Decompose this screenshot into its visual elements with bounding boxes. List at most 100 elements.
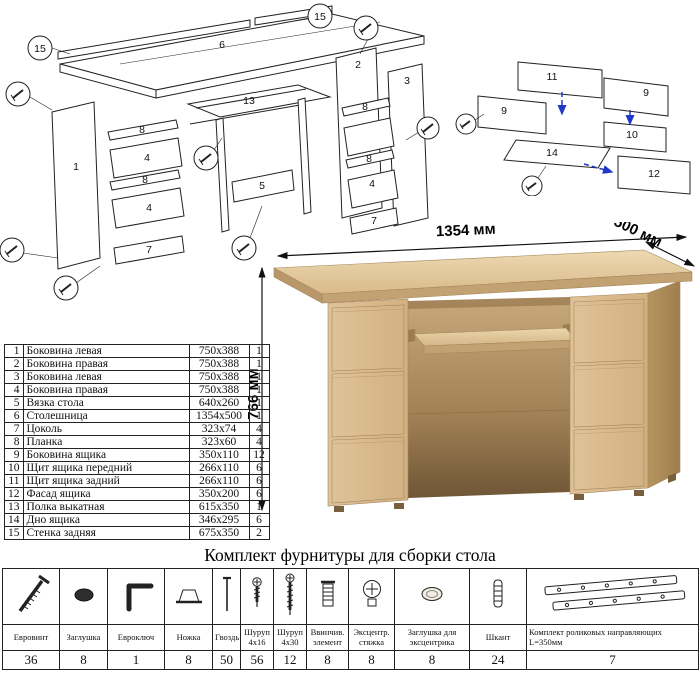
part-size: 750x388	[188, 370, 250, 384]
part-label: 9	[501, 105, 507, 117]
part-size: 266x110	[188, 474, 250, 488]
drawer-front-shape	[603, 121, 667, 153]
part-label: 3	[404, 75, 410, 87]
part-label: 9	[643, 87, 649, 99]
part-size: 350x110	[188, 448, 250, 462]
drawer-front	[573, 362, 645, 428]
part-qty: 12	[248, 448, 270, 462]
part-qty: 1	[248, 383, 270, 397]
part-label: 13	[243, 95, 255, 107]
part-size: 323x60	[188, 435, 250, 449]
pullout-shelf-shape	[186, 84, 332, 125]
part-label: 15	[314, 11, 326, 23]
drawer-slides-icon	[543, 575, 685, 611]
part-name: Щит ящика передний	[22, 461, 190, 475]
right-pedestal-parts	[341, 97, 399, 235]
hardware-name: Заглушка	[59, 624, 108, 651]
part-name: Боковина правая	[22, 357, 190, 371]
part-label: 5	[259, 180, 265, 192]
part-label: 10	[626, 129, 638, 141]
part-name: Щит ящика задний	[22, 474, 190, 488]
part-qty: 6	[248, 513, 270, 527]
part-label: 4	[144, 152, 150, 164]
part-qty: 2	[248, 526, 270, 540]
hardware-name: Евровинт	[2, 624, 60, 651]
part-name: Боковина левая	[22, 370, 190, 384]
part-qty: 1	[248, 344, 270, 358]
slat-shape	[345, 149, 395, 169]
plinth-shape	[349, 207, 399, 235]
tie-panel-shape	[231, 169, 295, 203]
part-size: 1354x500	[188, 409, 250, 423]
part-qty: 1	[248, 370, 270, 384]
hardware-name-row: Евровинт Заглушка Евроключ Ножка Гвоздь …	[2, 624, 699, 651]
part-number: 15	[4, 526, 24, 540]
cap-icon	[74, 588, 93, 602]
part-number: 1	[4, 344, 24, 358]
part-label: 7	[146, 244, 152, 256]
part-number: 3	[4, 370, 24, 384]
part-label: 7	[371, 215, 377, 227]
part-qty: 1	[248, 357, 270, 371]
part-number: 13	[4, 500, 24, 514]
drawer-exploded-diagram: 11 9 9 10 14 12	[455, 61, 691, 196]
drawer-side-shape	[603, 77, 669, 117]
drawer-box-shape	[111, 187, 185, 229]
part-name: Боковина ящика	[22, 448, 190, 462]
part-name: Столешница	[22, 409, 190, 423]
hardware-qty: 8	[394, 650, 470, 670]
part-number: 9	[4, 448, 24, 462]
hardware-name: Ввинчив. элемент	[306, 624, 349, 651]
cam-lock-icon	[362, 580, 381, 607]
hardware-name: Шкант	[469, 624, 527, 651]
part-size: 323x74	[188, 422, 250, 436]
part-name: Полка выкатная	[22, 500, 190, 514]
hardware-qty-row: 36 8 1 8 50 56 12 8 8 8 24 7	[2, 650, 699, 670]
screw-short-icon	[251, 577, 262, 607]
hardware-name: Комплект роликовых направляющих L=350мм	[526, 624, 699, 651]
depth-dimension-label: 500 мм	[611, 222, 665, 251]
drawer-facade-shape	[617, 155, 691, 195]
hardware-kit-title: Комплект фурнитуры для сборки стола	[204, 545, 496, 565]
part-name: Стенка задняя	[22, 526, 190, 540]
part-label: 4	[369, 178, 375, 190]
drawer-front	[331, 370, 405, 438]
hardware-name: Гвоздь	[212, 624, 241, 651]
desk-top-left-edge	[273, 267, 323, 304]
plinth-shape	[113, 235, 185, 265]
part-label: 2	[355, 59, 361, 71]
drawer-front	[331, 436, 405, 504]
shelf-rail	[407, 328, 416, 343]
drawer-side-shape	[477, 95, 547, 135]
part-number: 7	[4, 422, 24, 436]
part-number: 14	[4, 513, 24, 527]
part-label: 8	[142, 174, 148, 186]
part-qty: 1	[248, 396, 270, 410]
center-recess	[408, 297, 570, 498]
part-number: 4	[4, 383, 24, 397]
drawer-panels	[477, 61, 691, 195]
furniture-foot-icon	[175, 589, 202, 604]
width-dimension-label: 1354 мм	[436, 222, 496, 240]
slat-shape	[341, 97, 391, 117]
part-label: 11	[547, 71, 558, 83]
right-side-face	[647, 280, 681, 489]
drawer-bottom-shape	[503, 139, 611, 169]
hardware-qty: 8	[164, 650, 213, 670]
part-qty: 6	[248, 461, 270, 475]
part-size: 750x388	[188, 383, 250, 397]
hardware-name: Ножка	[164, 624, 213, 651]
part-label: 14	[546, 147, 558, 159]
part-qty: 1	[248, 409, 270, 423]
